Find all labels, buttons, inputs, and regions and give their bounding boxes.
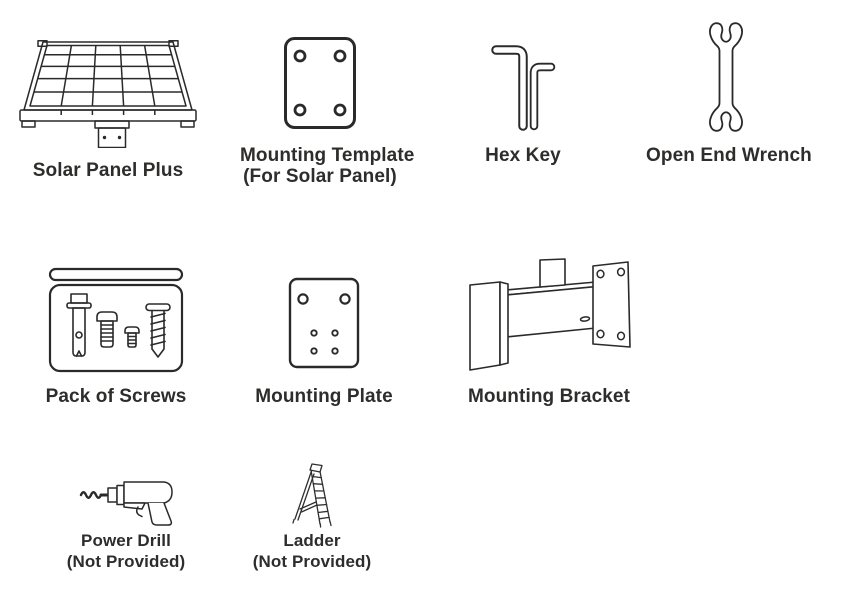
- item-solar-panel-plus: Solar Panel Plus: [14, 40, 202, 181]
- item-label: Mounting Bracket: [467, 386, 631, 407]
- item-mounting-plate: Mounting Plate: [250, 277, 398, 407]
- item-label: Hex Key: [485, 145, 561, 166]
- hex-key-icon: [491, 45, 556, 131]
- mounting-plate-icon: [288, 277, 360, 369]
- ladder-icon: [292, 463, 332, 528]
- item-sublabel: (Not Provided): [66, 551, 186, 571]
- item-label: Power Drill: [81, 531, 171, 550]
- mounting-bracket-icon: [469, 258, 631, 371]
- item-label: Mounting Template: [240, 145, 415, 166]
- item-mounting-template: Mounting Template (For Solar Panel): [240, 36, 415, 187]
- item-label: Mounting Plate: [255, 386, 393, 407]
- open-end-wrench-icon: [709, 22, 743, 132]
- item-label: Pack of Screws: [45, 386, 187, 407]
- power-drill-icon: [79, 481, 173, 526]
- pack-of-screws-icon: [48, 267, 184, 373]
- item-label: Ladder: [283, 531, 341, 550]
- item-label: Open End Wrench: [646, 145, 812, 166]
- item-sublabel: (Not Provided): [252, 551, 372, 571]
- item-ladder: Ladder (Not Provided): [234, 462, 390, 572]
- item-open-end-wrench: Open End Wrench: [646, 21, 812, 166]
- solar-panel-icon: [19, 40, 197, 148]
- item-pack-of-screws: Pack of Screws: [30, 267, 202, 407]
- item-hex-key: Hex Key: [453, 40, 593, 166]
- item-power-drill: Power Drill (Not Provided): [48, 474, 204, 572]
- item-mounting-bracket: Mounting Bracket: [459, 257, 639, 407]
- item-label: Solar Panel Plus: [32, 160, 184, 181]
- mounting-template-icon: [284, 37, 356, 129]
- item-sublabel: (For Solar Panel): [243, 166, 397, 187]
